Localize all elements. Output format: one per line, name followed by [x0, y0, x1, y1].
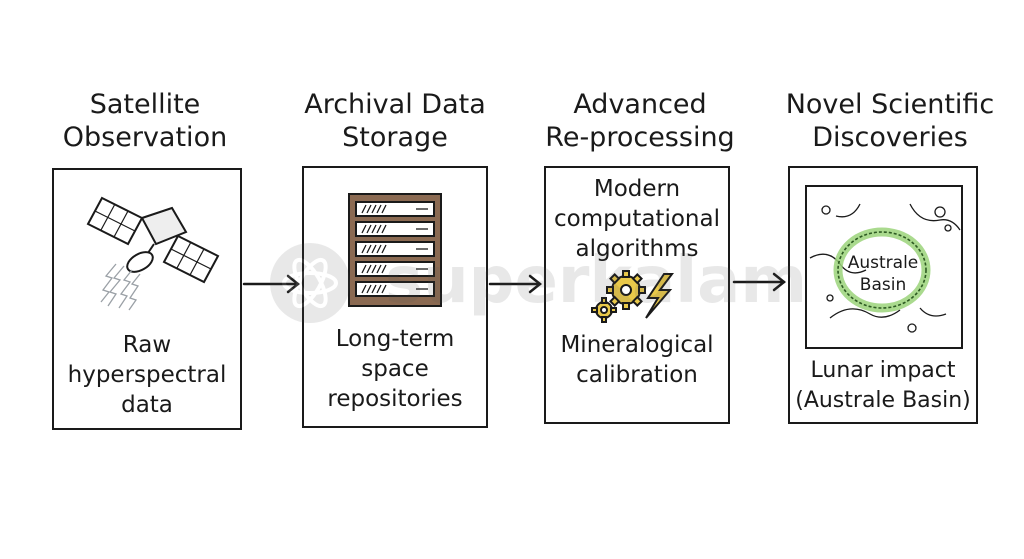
stage-3-top-text: Modern computational algorithms [554, 176, 720, 262]
satellite-icon [86, 196, 220, 311]
stage-1-caption: Raw hyperspectral data [67, 332, 227, 418]
server-rack-icon [348, 193, 442, 307]
lunar-map-icon [805, 185, 963, 349]
stage-1-box: Raw hyperspectral data [52, 168, 242, 430]
stage-3-title: Advanced Re-processing [545, 89, 735, 153]
stage-2-title: Archival Data Storage [304, 89, 486, 153]
stage-4-caption: Lunar impact (Australe Basin) [795, 358, 971, 413]
stage-4-title: Novel Scientific Discoveries [785, 89, 995, 153]
stage-4-box: Australe Basin Lunar impact (Australe Ba… [788, 166, 978, 424]
basin-label: Australe Basin [847, 253, 919, 295]
stage-1-title: Satellite Observation [62, 89, 228, 153]
stage-2-caption: Long-term space repositories [327, 326, 463, 412]
stage-3-box: Modern computational algorithms [544, 166, 730, 424]
gears-lightning-icon [591, 270, 674, 323]
stage-2-box: Long-term space repositories [302, 166, 488, 428]
stage-3-caption: Mineralogical calibration [560, 332, 714, 388]
